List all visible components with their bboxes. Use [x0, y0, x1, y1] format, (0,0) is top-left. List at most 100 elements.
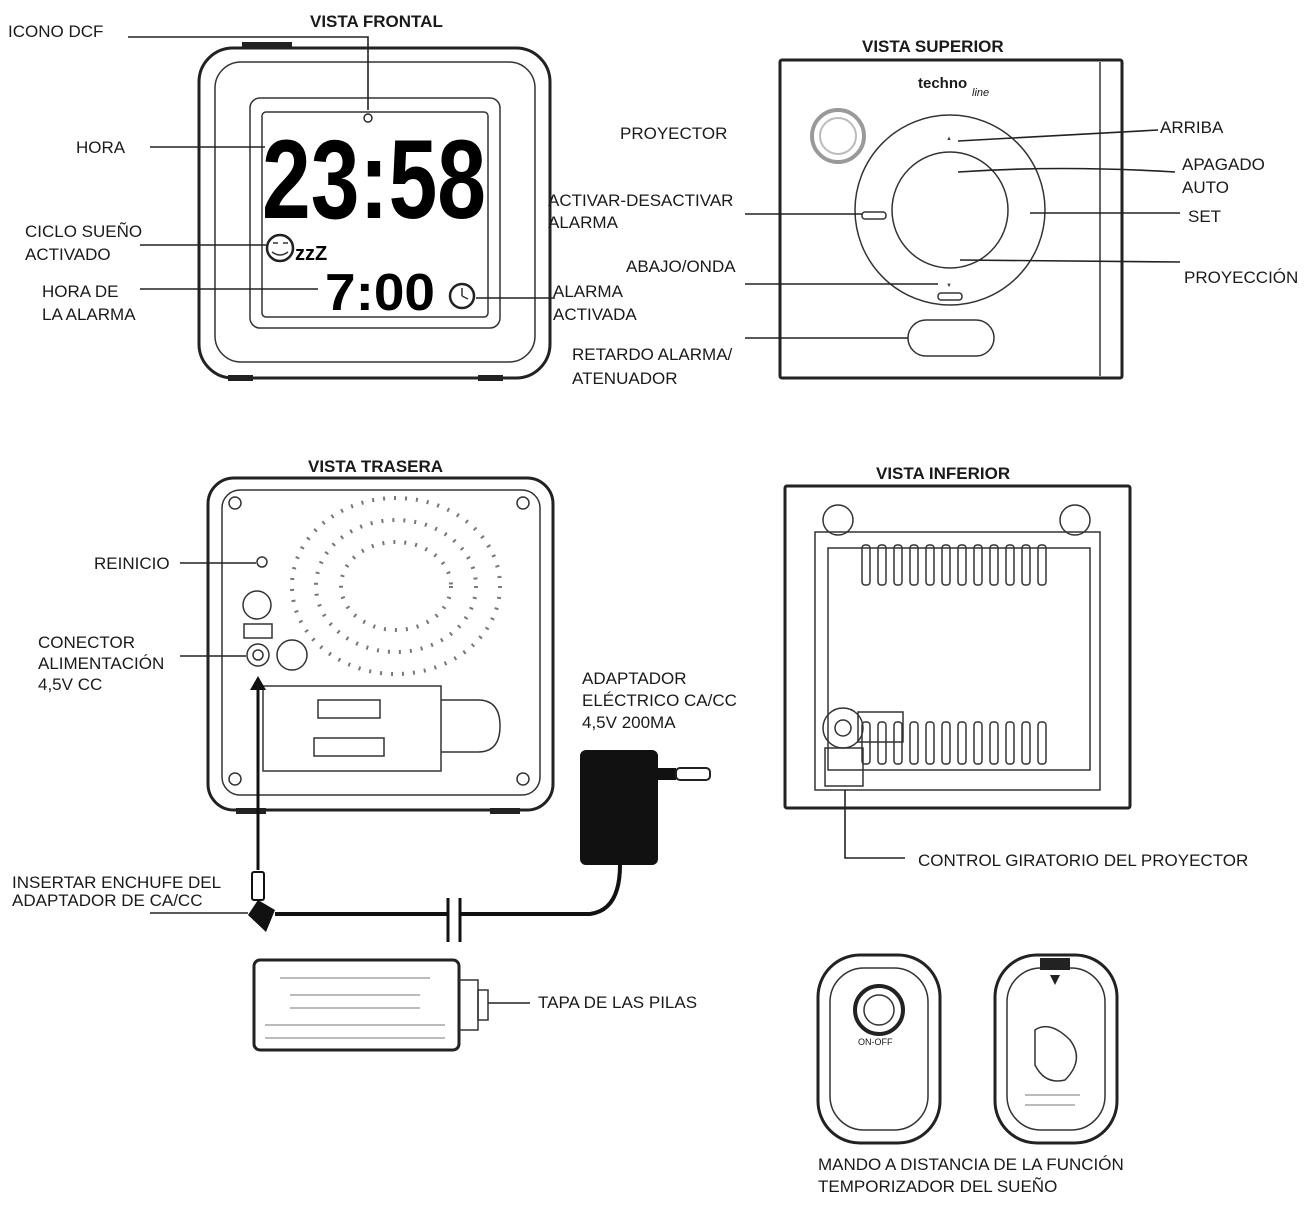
back-foot-right [490, 808, 520, 814]
bottom-foot-left [822, 504, 854, 536]
vent-slot [893, 721, 903, 765]
front-foot-right [478, 375, 503, 381]
power-switch-plate [243, 623, 273, 639]
label-sleep-1: CICLO SUEÑO [25, 222, 142, 241]
adapter-neck [658, 768, 676, 780]
speaker-grille-inner [314, 518, 478, 654]
battery-cover-latch [477, 989, 489, 1021]
label-adapter-2: ELÉCTRICO CA/CC [582, 691, 737, 710]
battery-cover: TAPA DE LAS PILAS [252, 958, 697, 1052]
reset-button [256, 556, 268, 568]
label-power-3: 4,5V CC [38, 675, 102, 694]
label-auto-off-1: APAGADO [1182, 155, 1265, 174]
screw-top-right [516, 496, 530, 510]
remote-front [816, 953, 942, 1145]
vent-slot [1037, 721, 1047, 765]
speaker-grille-core [339, 540, 453, 632]
label-battery-cover: TAPA DE LAS PILAS [538, 993, 697, 1012]
vent-slot [1021, 721, 1031, 765]
back-housing [206, 476, 555, 812]
vent-slot [909, 721, 919, 765]
remote-front-inner [829, 967, 929, 1131]
vent-slot [861, 544, 871, 586]
rotary-ridges [857, 711, 904, 743]
label-alarm-time-2: LA ALARMA [42, 305, 136, 324]
brand-logo: techno [918, 75, 967, 92]
vent-slot [877, 544, 887, 586]
screw-top-left [228, 496, 242, 510]
battery-2 [313, 737, 385, 757]
leader-projection [959, 259, 1181, 263]
front-view: VISTA FRONTAL 23:58 zzZ 7:00 ICONO DCF H… [8, 12, 637, 381]
dc-plug [248, 900, 275, 932]
vent-slot [989, 721, 999, 765]
bottom-housing [783, 484, 1132, 810]
vent-slot [925, 721, 935, 765]
battery-cover-body [252, 958, 461, 1052]
label-power-1: CONECTOR [38, 633, 135, 652]
lcd-frame [249, 97, 501, 329]
battery-strap [441, 699, 501, 753]
remote-back-arrow [1050, 975, 1060, 985]
remote-onoff-button [853, 984, 905, 1036]
label-snooze-1: RETARDO ALARMA/ [572, 345, 733, 364]
speaker-grille [290, 496, 502, 676]
remote-battery-illustration [1034, 1025, 1078, 1082]
plug-arrow-head [250, 676, 266, 690]
down-key-mark: ▼ [946, 283, 952, 289]
vent-slot [941, 721, 951, 765]
lcd-time-display: 23:58 [262, 117, 486, 242]
top-view-title: VISTA SUPERIOR [862, 37, 1004, 56]
vent-slot [973, 721, 983, 765]
rotary-base [824, 747, 864, 787]
battery-compartment [262, 685, 442, 772]
screw-bottom-left [228, 772, 242, 786]
vents-top [861, 544, 1047, 586]
projector-lens-inner [819, 117, 857, 155]
leader-rotary [844, 790, 905, 859]
bottom-recess [814, 531, 1101, 791]
sleep-face-icon [265, 233, 295, 263]
front-foot-left [228, 375, 253, 381]
power-jack-pin [252, 649, 264, 661]
leader-dcf [128, 36, 369, 110]
label-down: ABAJO/ONDA [626, 257, 736, 276]
vent-slot [909, 544, 919, 586]
vent-slot [893, 544, 903, 586]
alarm-bell-hand-2 [461, 295, 469, 300]
vent-slot [989, 544, 999, 586]
power-jack [246, 643, 270, 667]
projector-rotary-hub [834, 719, 852, 737]
label-plug-1: INSERTAR ENCHUFE DEL [12, 873, 221, 892]
remote-back-clip [1040, 958, 1070, 970]
vent-slot [941, 544, 951, 586]
control-dial-ring [854, 114, 1046, 306]
back-view-title: VISTA TRASERA [308, 457, 443, 476]
snooze-button-top [242, 42, 292, 48]
remote-caption-1: MANDO A DISTANCIA DE LA FUNCIÓN [818, 1155, 1124, 1174]
battery-cover-tab [459, 979, 479, 1031]
back-knob [242, 590, 272, 620]
label-rotary: CONTROL GIRATORIO DEL PROYECTOR [918, 851, 1248, 870]
brand-logo-sub: line [972, 87, 989, 99]
label-power-2: ALIMENTACIÓN [38, 654, 164, 673]
back-foot-left [236, 808, 266, 814]
screw-bottom-right [516, 772, 530, 786]
back-round-knob [276, 639, 308, 671]
remote-caption-2: TEMPORIZADOR DEL SUEÑO [818, 1177, 1057, 1196]
leader-up [957, 129, 1159, 142]
sleep-face-mouth [271, 251, 289, 256]
bottom-view-title: VISTA INFERIOR [876, 464, 1010, 483]
remote-control: ON-OFF MANDO A DISTANCIA DE LA FUNCIÓN T… [816, 953, 1124, 1196]
control-dial-center [891, 151, 1009, 269]
label-dcf: ICONO DCF [8, 22, 103, 41]
lcd-alarm-time: 7:00 [325, 264, 435, 322]
vent-slot [957, 721, 967, 765]
bottom-recess-inner [827, 547, 1091, 771]
adapter-cable-right [460, 864, 622, 916]
lcd-screen [261, 111, 489, 318]
label-snooze-2: ATENUADOR [572, 369, 677, 388]
top-housing [778, 58, 1124, 380]
adapter-body [580, 750, 658, 865]
